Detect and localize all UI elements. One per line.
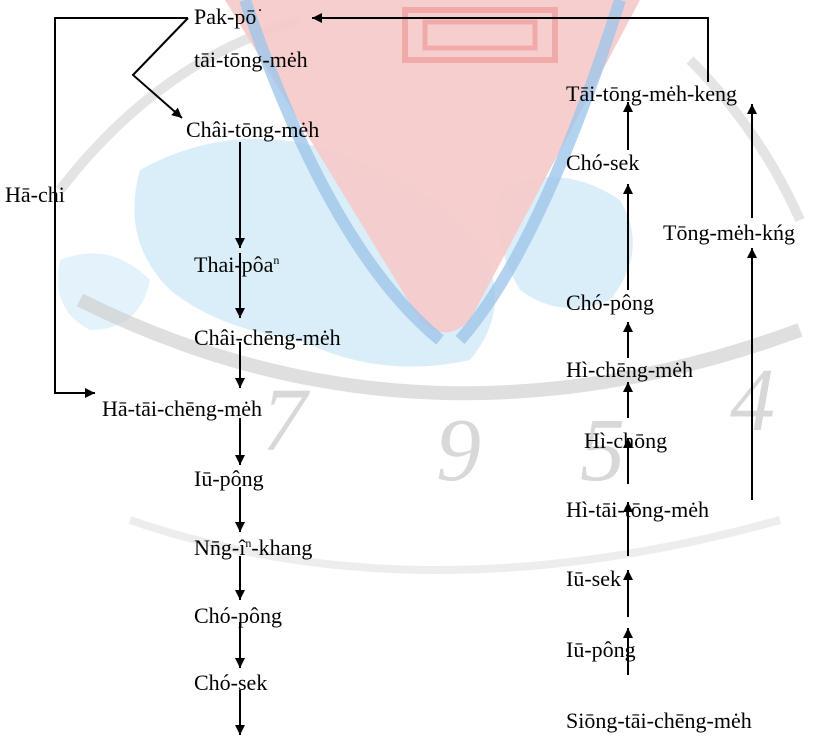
node-iu-sek: Iū-sek [566, 566, 621, 592]
node-tong-meh-kng: Tōng-mėh-kńg [663, 220, 795, 246]
node-siong-tai-cheng-meh: Siōng-tāi-chēng-mėh [566, 708, 752, 734]
node-iu-pong-left: Iū-pông [194, 466, 264, 492]
arrow-return-to-pakpo [312, 18, 708, 82]
arrow-pakpo-to-chaitongmeh [133, 18, 188, 118]
node-chai-cheng-meh: Châi-chēng-mėh [194, 325, 341, 351]
node-pak-po: Pak-pō͘ [194, 4, 256, 30]
node-hi-chong: Hì-chōng [584, 428, 667, 454]
node-cho-sek-right: Chó-sek [566, 150, 639, 176]
node-iu-pong-right: Iū-pông [566, 637, 636, 663]
node-tai-tong-meh: tāi-tōng-mėh [194, 47, 308, 73]
node-cho-pong-right: Chó-pông [566, 290, 654, 316]
node-nng-in-khang: Nn̄g-în-khang [194, 535, 312, 561]
node-hi-tai-tong-meh: Hì-tāi-tōng-mėh [566, 497, 709, 523]
node-thai-poa: Thai-pôan [194, 252, 279, 278]
node-cho-sek-left: Chó-sek [194, 670, 267, 696]
node-ha-tai-cheng-meh: Hā-tāi-chēng-mėh [102, 396, 262, 422]
node-chai-tong-meh: Châi-tōng-mėh [186, 117, 319, 143]
node-hi-cheng-meh: Hì-chēng-mėh [566, 357, 693, 383]
arrow-hachi-branch [55, 18, 188, 393]
node-tai-tong-meh-keng: Tāi-tōng-mėh-keng [566, 81, 737, 107]
node-cho-pong-left: Chó-pông [194, 603, 282, 629]
node-ha-chi: Hā-chi [5, 182, 65, 208]
